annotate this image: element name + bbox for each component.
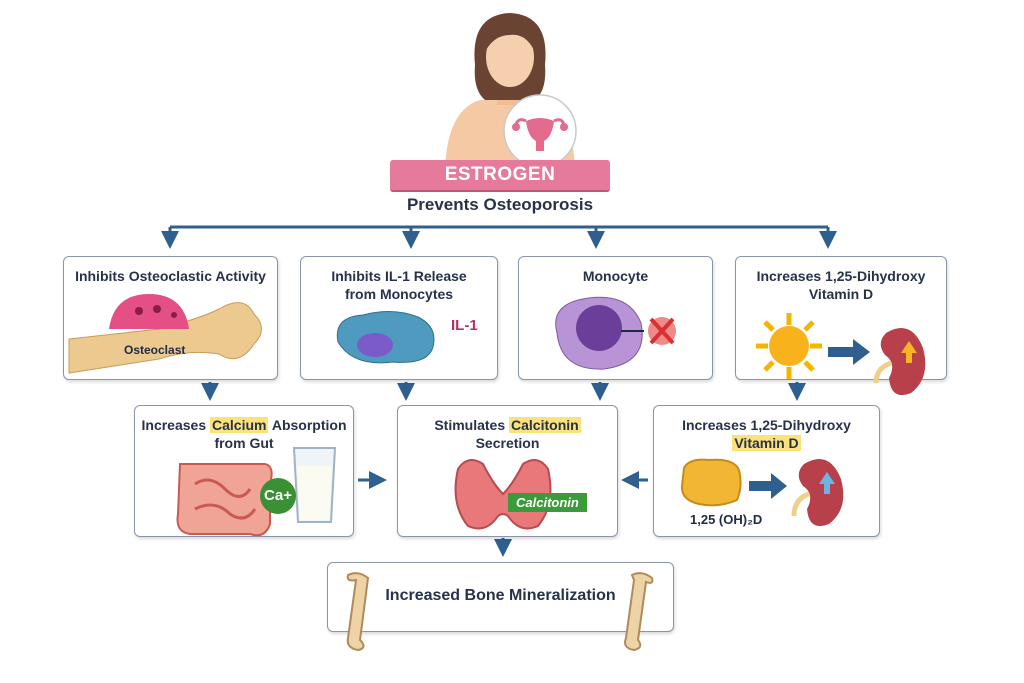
title-highlight: Calcitonin (509, 417, 581, 433)
sun-icon (756, 313, 822, 379)
calcium-badge: Ca+ (260, 478, 296, 514)
box-title-line2: from Monocytes (344, 286, 454, 302)
box-title-line1: Increases Calcium Absorption (135, 416, 353, 434)
result-title: Increased Bone Mineralization (385, 587, 616, 604)
box-title: Monocyte (582, 268, 649, 284)
title-highlight: Calcium (210, 417, 269, 433)
box-title-line2: from Gut (214, 435, 274, 451)
title-text: Stimulates (434, 417, 510, 433)
title-text: Absorption (268, 417, 347, 433)
box-title-line2: Vitamin D (654, 434, 879, 452)
box-title-line1: Stimulates Calcitonin (398, 416, 617, 434)
box-calcitonin: Stimulates Calcitonin Secretion Calciton… (397, 405, 618, 537)
monocyte-purple-icon (555, 296, 676, 370)
il1-label: IL-1 (451, 317, 478, 334)
box-title: Inhibits Osteoclastic Activity (75, 268, 266, 284)
box-result: Increased Bone Mineralization (327, 562, 674, 632)
estrogen-label: ESTROGEN (444, 164, 556, 185)
box-calcium: Increases Calcium Absorption from Gut Ca… (134, 405, 354, 537)
uterus-icon (503, 94, 577, 168)
bone-right-icon (624, 572, 654, 652)
box-vitd-1: Increases 1,25-Dihydroxy Vitamin D (735, 256, 947, 396)
subtitle: Prevents Osteoporosis (406, 195, 594, 214)
monocyte-blue-icon (336, 311, 435, 364)
osteoclast-label: Osteoclast (124, 343, 186, 357)
box-title-line1: Increases 1,25-Dihydroxy (756, 268, 926, 284)
box-title-line2: Vitamin D (808, 286, 874, 302)
bone-left-icon (346, 572, 370, 652)
calcitonin-label: Calcitonin (508, 493, 587, 512)
kidney-icon (873, 328, 926, 396)
estrogen-banner: ESTROGEN (390, 160, 610, 192)
box-title-line2: Secretion (475, 435, 540, 451)
box-monocyte: Monocyte (518, 256, 713, 380)
dihydroxy-label: 1,25 (OH)₂D (690, 512, 763, 527)
box-osteoclastic: Inhibits Osteoclastic Activity Osteoclas… (63, 256, 278, 380)
title-highlight: Vitamin D (732, 435, 801, 451)
milk-glass-icon (292, 447, 337, 523)
title-text: Increases (141, 417, 210, 433)
kidney-icon (791, 459, 844, 527)
box-title-line1: Inhibits IL-1 Release (331, 268, 467, 284)
intestine-icon (176, 463, 273, 537)
bone-tissue-icon (680, 458, 742, 507)
box-title-line1: Increases 1,25-Dihydroxy (682, 417, 851, 433)
box-vitd-2: Increases 1,25-Dihydroxy Vitamin D 1,25 … (653, 405, 880, 537)
osteoclast-bone-icon (68, 294, 262, 374)
arrow-to-kidney-icon (749, 473, 787, 499)
box-il1: Inhibits IL-1 Release from Monocytes IL-… (300, 256, 498, 380)
arrow-to-kidney-icon (828, 339, 870, 365)
